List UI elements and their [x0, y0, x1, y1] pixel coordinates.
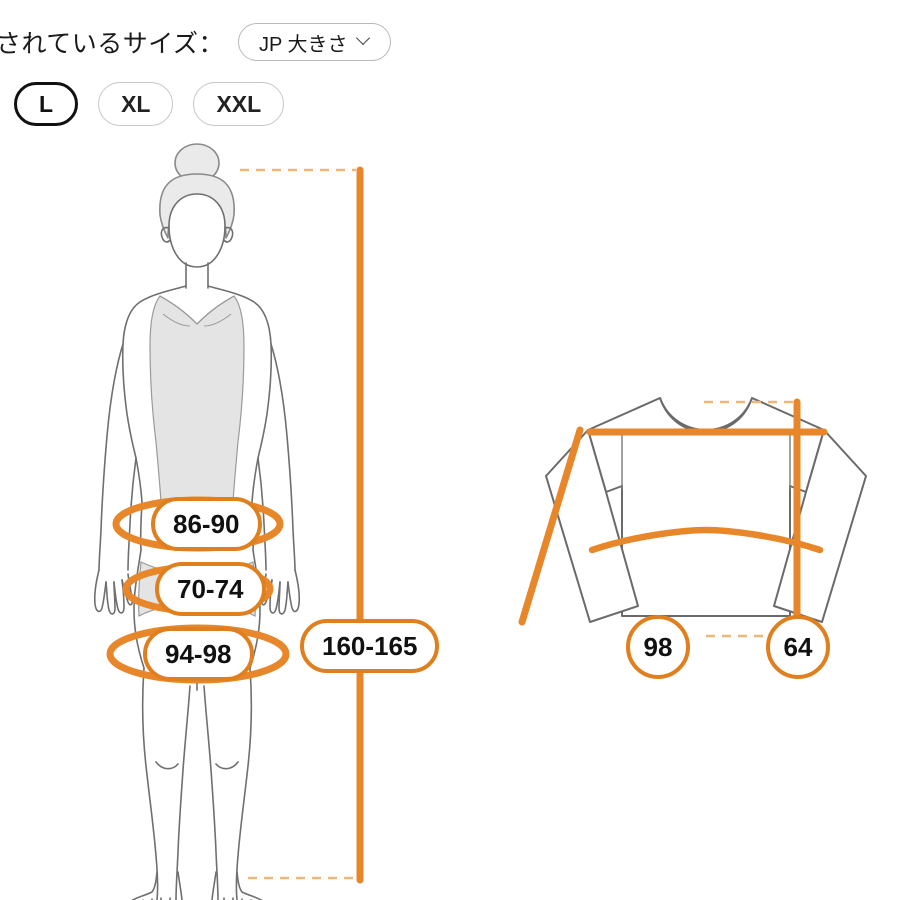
- size-option-list: L XL XXL: [0, 80, 898, 128]
- size-option-xl[interactable]: XL: [98, 82, 174, 126]
- female-body-silhouette: [93, 143, 301, 900]
- region-size-select[interactable]: JP 大きさ: [238, 23, 391, 61]
- size-chart-diagram: 86-90 70-74 94-98 160-165 98 64: [0, 130, 900, 900]
- size-option-l[interactable]: L: [14, 82, 79, 126]
- height-measure-line: [240, 166, 364, 884]
- size-option-xxl[interactable]: XXL: [193, 82, 285, 126]
- sleeve-length-measure-line: [518, 426, 584, 626]
- garment-length-measurement-badge: 64: [766, 615, 830, 679]
- garment-chest-measurement-badge: 98: [626, 615, 690, 679]
- size-header: されているサイズ： JP 大きさ: [0, 18, 900, 66]
- size-header-label: されているサイズ：: [0, 30, 225, 58]
- height-measurement-badge: 160-165: [300, 619, 440, 673]
- chest-measure-line: [588, 526, 824, 554]
- chevron-down-icon: [357, 33, 370, 46]
- size-chart-svg: [93, 143, 867, 900]
- hip-measurement-badge: 94-98: [143, 627, 254, 681]
- bust-measurement-badge: 86-90: [151, 497, 262, 551]
- waist-measurement-badge: 70-74: [155, 562, 266, 616]
- region-size-select-value: JP 大きさ: [259, 33, 348, 56]
